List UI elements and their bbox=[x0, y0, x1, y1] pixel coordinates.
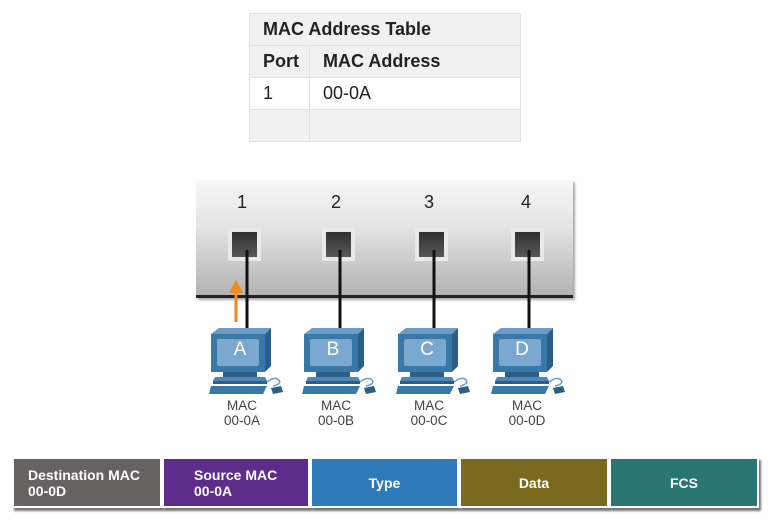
frame-field-data: Data bbox=[459, 457, 609, 508]
host-mac-label: MAC bbox=[414, 398, 444, 413]
switch-port-2 bbox=[322, 228, 355, 261]
table-row: 1 00-0A bbox=[249, 77, 521, 110]
data-label: Data bbox=[518, 474, 550, 491]
host-mac-value: 00-0B bbox=[317, 413, 355, 428]
host-pc-d: D bbox=[491, 326, 569, 396]
cell-mac: 00-0A bbox=[309, 77, 521, 110]
host-letter: A bbox=[233, 339, 247, 360]
host-mac-label: MAC bbox=[227, 398, 257, 413]
mac-address-table: MAC Address Table Port MAC Address 1 00-… bbox=[249, 13, 521, 142]
host-letter: B bbox=[326, 339, 340, 360]
frame-field-type: Type bbox=[310, 457, 459, 508]
frame-field-destination-mac: Destination MAC 00-0D bbox=[12, 457, 162, 508]
host-pc-b: B bbox=[302, 326, 380, 396]
destination-mac-value: 00-0D bbox=[28, 482, 67, 499]
table-row bbox=[249, 109, 521, 142]
switch-port-1 bbox=[228, 228, 261, 261]
arrow-up-icon bbox=[229, 280, 243, 322]
host-mac-value: 00-0C bbox=[410, 413, 448, 428]
frame-field-source-mac: Source MAC 00-0A bbox=[162, 457, 310, 508]
pc-computer-icon bbox=[491, 328, 565, 394]
pc-computer-icon bbox=[302, 328, 376, 394]
pc-computer-icon bbox=[209, 328, 283, 394]
host-mac-value: 00-0D bbox=[508, 413, 546, 428]
destination-mac-label: Destination MAC bbox=[28, 466, 140, 483]
switch: 1 2 3 4 bbox=[196, 180, 573, 298]
source-mac-label: Source MAC bbox=[194, 466, 278, 483]
frame-field-fcs: FCS bbox=[609, 457, 759, 508]
port-number-1: 1 bbox=[236, 192, 247, 212]
host-mac-value: 00-0A bbox=[223, 413, 261, 428]
mac-table-title: MAC Address Table bbox=[249, 13, 521, 46]
host-pc-a: A bbox=[209, 326, 287, 396]
pc-computer-icon bbox=[396, 328, 470, 394]
switch-port-3 bbox=[415, 228, 448, 261]
cell-port bbox=[249, 109, 310, 142]
type-label: Type bbox=[368, 474, 401, 491]
host-letter: C bbox=[420, 339, 434, 360]
host-pc-c: C bbox=[396, 326, 474, 396]
host-mac-label: MAC bbox=[512, 398, 542, 413]
host-letter: D bbox=[515, 339, 529, 360]
port-number-2: 2 bbox=[330, 192, 341, 212]
fcs-label: FCS bbox=[670, 474, 698, 491]
source-mac-value: 00-0A bbox=[194, 482, 233, 499]
port-number-4: 4 bbox=[520, 192, 531, 212]
host-mac-label: MAC bbox=[321, 398, 351, 413]
cell-mac bbox=[309, 109, 521, 142]
port-number-3: 3 bbox=[423, 192, 434, 212]
